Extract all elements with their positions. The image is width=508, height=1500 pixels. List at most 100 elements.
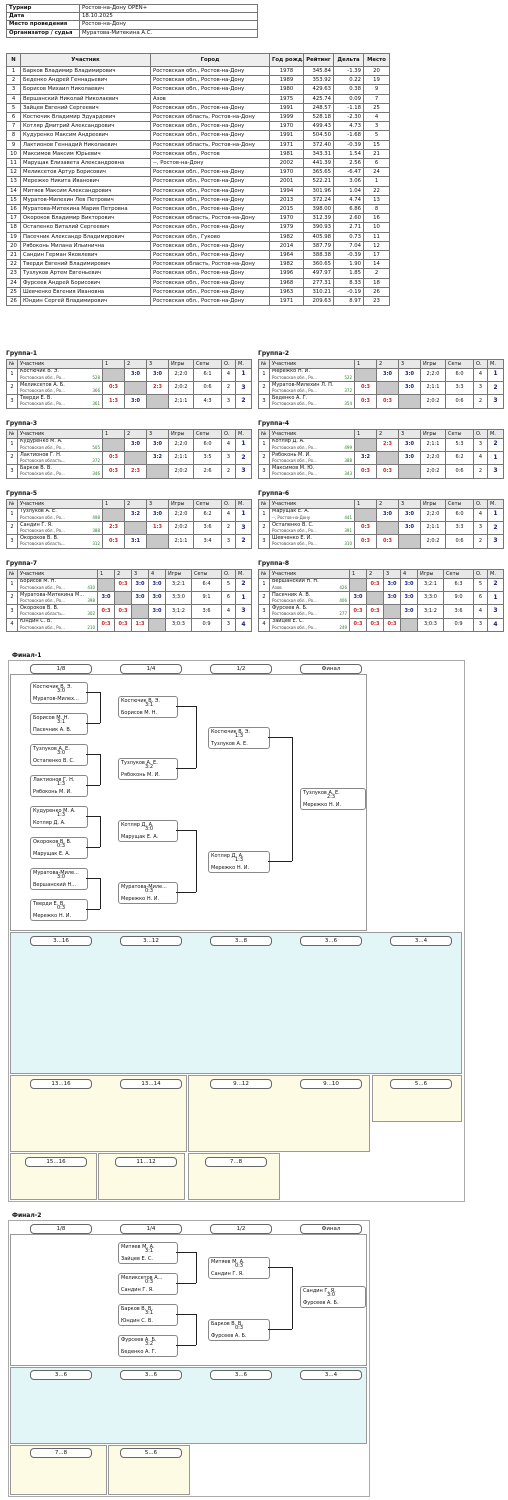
club-text: Ростовская обл., Ро... xyxy=(20,388,65,394)
group-sets: 4:3 xyxy=(193,394,222,409)
group-score: 3:0 xyxy=(131,397,140,404)
club-text: Ростовская обл., Ро... xyxy=(20,584,65,590)
players-cell: Азов xyxy=(150,93,270,104)
round-label: 3...16 xyxy=(30,936,92,946)
players-cell: 25 xyxy=(363,102,390,114)
group-score: 3:0 xyxy=(405,384,414,391)
match-player-b: Котляр Д. А. xyxy=(33,820,66,826)
players-cell: 345.84 xyxy=(303,65,334,77)
players-cell: Ростовская обл., Ростов-на-Дону xyxy=(150,222,270,233)
players-cell: 20 xyxy=(363,65,390,77)
group-score: 0:3 xyxy=(383,537,392,544)
info-key: Дата xyxy=(6,12,80,22)
player-rating: 310 xyxy=(344,541,352,547)
players-header-cell: Рейтинг xyxy=(303,53,334,67)
players-cell: 1970 xyxy=(269,121,304,132)
player-club: Ростовская обл., Ро...346 xyxy=(20,471,100,476)
match-player-b: Муратов-Милех... xyxy=(33,696,79,702)
match-score: 3:2 xyxy=(145,1341,154,1347)
player-name: Юндин С. В. xyxy=(20,618,52,625)
players-cell: Тузлуков Артем Евгеньевич xyxy=(20,268,151,279)
group-header-cell: № xyxy=(258,569,270,579)
group-points: 2 xyxy=(221,380,236,396)
player-name: Лактионов Г. Н. xyxy=(20,451,62,458)
group-score: 3:0 xyxy=(131,370,140,377)
group-header-cell: № xyxy=(6,569,18,579)
bracket-line xyxy=(268,861,292,863)
group-sets: 0:6 xyxy=(193,380,222,396)
group-score-cell: 1:3 xyxy=(146,520,169,536)
group-sets: 6:2 xyxy=(445,450,474,466)
players-cell: 1.85 xyxy=(333,268,364,279)
group-games: 3;3:0 xyxy=(165,590,192,606)
group-score-cell: 3:0 xyxy=(400,604,418,619)
player-rating: 372 xyxy=(344,388,352,394)
group-seed: 2 xyxy=(258,590,270,606)
group-header-cell: № xyxy=(6,359,18,369)
group-header-cell: 3 xyxy=(398,429,421,439)
info-key: Организатор / судья xyxy=(6,28,80,38)
players-cell: 248.57 xyxy=(303,102,334,114)
club-text: Ростовская обл., Ро... xyxy=(20,444,65,450)
group-score-cell: 3:0 xyxy=(398,367,421,382)
player-rating: 391 xyxy=(344,528,352,534)
round-label: 1/2 xyxy=(210,1224,272,1234)
group-sets: 9:1 xyxy=(191,590,222,606)
group-self-cell xyxy=(131,604,149,619)
player-name: Муратова-Митекина М... xyxy=(20,591,85,598)
club-text: Ростовская обл., Ро... xyxy=(272,541,317,547)
players-cell: 0.09 xyxy=(333,93,364,104)
group-score: 3:0 xyxy=(152,580,162,587)
group-games: 3;0:3 xyxy=(417,617,444,633)
players-cell: 2015 xyxy=(269,204,304,215)
player-rating: 361 xyxy=(92,401,100,407)
match-player-a: Костючик В. Э. xyxy=(211,729,250,735)
group-score: 1:3 xyxy=(109,397,118,404)
players-cell: 390.93 xyxy=(303,222,334,233)
group-header-cell: 1 xyxy=(354,429,377,439)
players-cell: Ростовская обл., Ростов-на-Дону xyxy=(150,194,270,206)
group-header-cell: 1 xyxy=(97,569,115,579)
players-cell: Ростовская обл., Ростов-на-Дону xyxy=(150,204,270,215)
players-cell: 9 xyxy=(6,139,21,150)
group-title: Группа-8 xyxy=(258,560,290,567)
group-points: 4 xyxy=(221,604,236,619)
club-text: Ростовская обл., Ро... xyxy=(20,401,65,407)
group-header-cell: Сеты xyxy=(445,429,474,439)
match-player-b: Мережко Н. И. xyxy=(303,802,342,808)
group-points: 4 xyxy=(221,507,236,522)
players-cell: Ростовская обл., Ростов-на-Дону xyxy=(150,75,270,86)
group-score: 3:0 xyxy=(405,440,414,447)
group-self-cell xyxy=(114,590,132,606)
group-score: 0:3 xyxy=(387,621,397,628)
group-seed: 2 xyxy=(258,450,270,466)
players-header-cell: Дельта xyxy=(333,53,364,67)
bracket-line xyxy=(196,1314,198,1345)
group-score-cell: 3:0 xyxy=(349,590,367,606)
group-score-cell: 0:3 xyxy=(376,534,399,549)
player-rating: 406 xyxy=(339,598,347,604)
group-sets: 6:0 xyxy=(445,507,474,522)
players-cell: Ростовская область, Ростов-на-Дону xyxy=(150,139,270,150)
players-cell: 504.50 xyxy=(303,130,334,141)
player-club: Ростовская обл., Ро...354 xyxy=(272,401,352,406)
players-cell: 3 xyxy=(363,121,390,132)
player-rating: 426 xyxy=(339,584,347,590)
group-self-cell xyxy=(102,507,125,522)
players-cell: Ростовская обл., Ростов-на-Дону xyxy=(150,286,270,298)
players-cell: 1.90 xyxy=(333,259,364,270)
match-player-b: Остапенко В. С. xyxy=(33,758,75,764)
group-place: 1 xyxy=(241,440,246,448)
match-player-a: Тузлуков А. Е. xyxy=(303,790,340,796)
group-seed: 3 xyxy=(258,394,270,409)
players-cell: 1982 xyxy=(269,259,304,270)
group-score-cell: 3:2 xyxy=(146,450,169,466)
